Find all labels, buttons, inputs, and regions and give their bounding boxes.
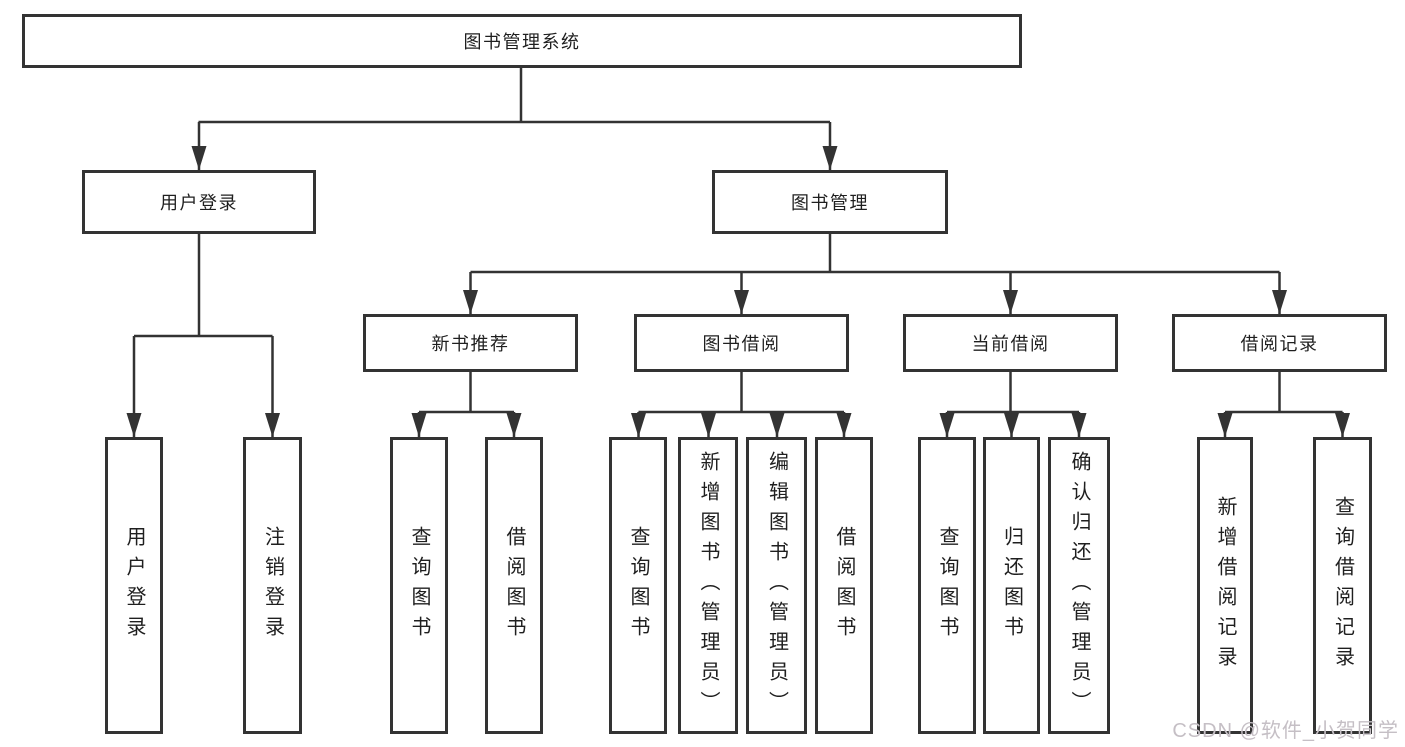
leaf-query-borrow-record: 查询借阅记录 [1313,437,1372,734]
leaf-query-book-recommend-label: 查询图书 [408,525,430,646]
connector-book-management-to-level3 [469,234,1281,314]
leaf-edit-book-admin: 编辑图书（管理员） [746,437,807,734]
leaf-add-borrow-record-label: 新增借阅记录 [1214,495,1236,676]
leaf-query-book-borrow-label: 查询图书 [627,525,649,646]
connector-current-borrow-arrowheads [939,413,1087,437]
node-book-management-label: 图书管理 [791,193,869,213]
leaf-query-borrow-record-label: 查询借阅记录 [1331,495,1354,676]
leaf-return-book-label: 归还图书 [1000,525,1023,646]
connector-new-book-recommend-to-leaves [417,372,516,437]
node-user-login-branch-label: 用户登录 [160,193,238,213]
connector-user-login-arrowheads [126,413,280,437]
node-new-book-recommend: 新书推荐 [363,314,578,372]
leaf-confirm-return-admin-label: 确认归还（管理员） [1068,450,1090,721]
connector-root-to-level2 [197,68,832,170]
node-current-borrow: 当前借阅 [903,314,1118,372]
leaf-add-borrow-record: 新增借阅记录 [1197,437,1253,734]
connector-root-arrowheads [191,146,838,170]
node-new-book-recommend-label: 新书推荐 [431,334,510,354]
connector-borrow-record-arrowheads [1217,413,1350,437]
leaf-borrow-book-label: 借阅图书 [833,525,855,646]
leaf-logout-login: 注销登录 [243,437,302,734]
leaf-query-book-recommend: 查询图书 [390,437,448,734]
connector-book-management-arrowheads [463,290,1287,314]
leaf-borrow-book-recommend: 借阅图书 [485,437,543,734]
leaf-add-book-admin: 新增图书（管理员） [678,437,738,734]
leaf-user-login-label: 用户登录 [123,525,145,646]
node-book-management: 图书管理 [712,170,948,234]
node-root-label: 图书管理系统 [463,32,581,52]
leaf-user-login: 用户登录 [105,437,163,734]
node-borrow-record: 借阅记录 [1172,314,1387,372]
node-current-borrow-label: 当前借阅 [971,334,1050,354]
leaf-query-book-current: 查询图书 [918,437,976,734]
leaf-borrow-book-recommend-label: 借阅图书 [503,525,525,646]
node-root: 图书管理系统 [22,14,1022,68]
watermark-text: CSDN @软件_小贺同学 [1172,720,1399,742]
connector-user-login-to-leaves [132,234,274,437]
leaf-return-book: 归还图书 [983,437,1040,734]
leaf-borrow-book: 借阅图书 [815,437,873,734]
leaf-confirm-return-admin: 确认归还（管理员） [1048,437,1110,734]
node-borrow-record-label: 借阅记录 [1240,334,1319,354]
connector-borrow-record-to-leaves [1223,372,1344,437]
node-book-borrow-label: 图书借阅 [702,334,781,354]
leaf-edit-book-admin-label: 编辑图书（管理员） [765,450,788,721]
connector-book-borrow-arrowheads [631,413,852,437]
leaf-add-book-admin-label: 新增图书（管理员） [697,450,719,721]
node-user-login-branch: 用户登录 [82,170,316,234]
leaf-query-book-borrow: 查询图书 [609,437,667,734]
connector-new-book-recommend-arrowheads [411,413,522,437]
leaf-query-book-current-label: 查询图书 [936,525,958,646]
node-book-borrow: 图书借阅 [634,314,849,372]
connector-book-borrow-to-leaves [637,372,846,437]
leaf-logout-login-label: 注销登录 [261,525,284,646]
